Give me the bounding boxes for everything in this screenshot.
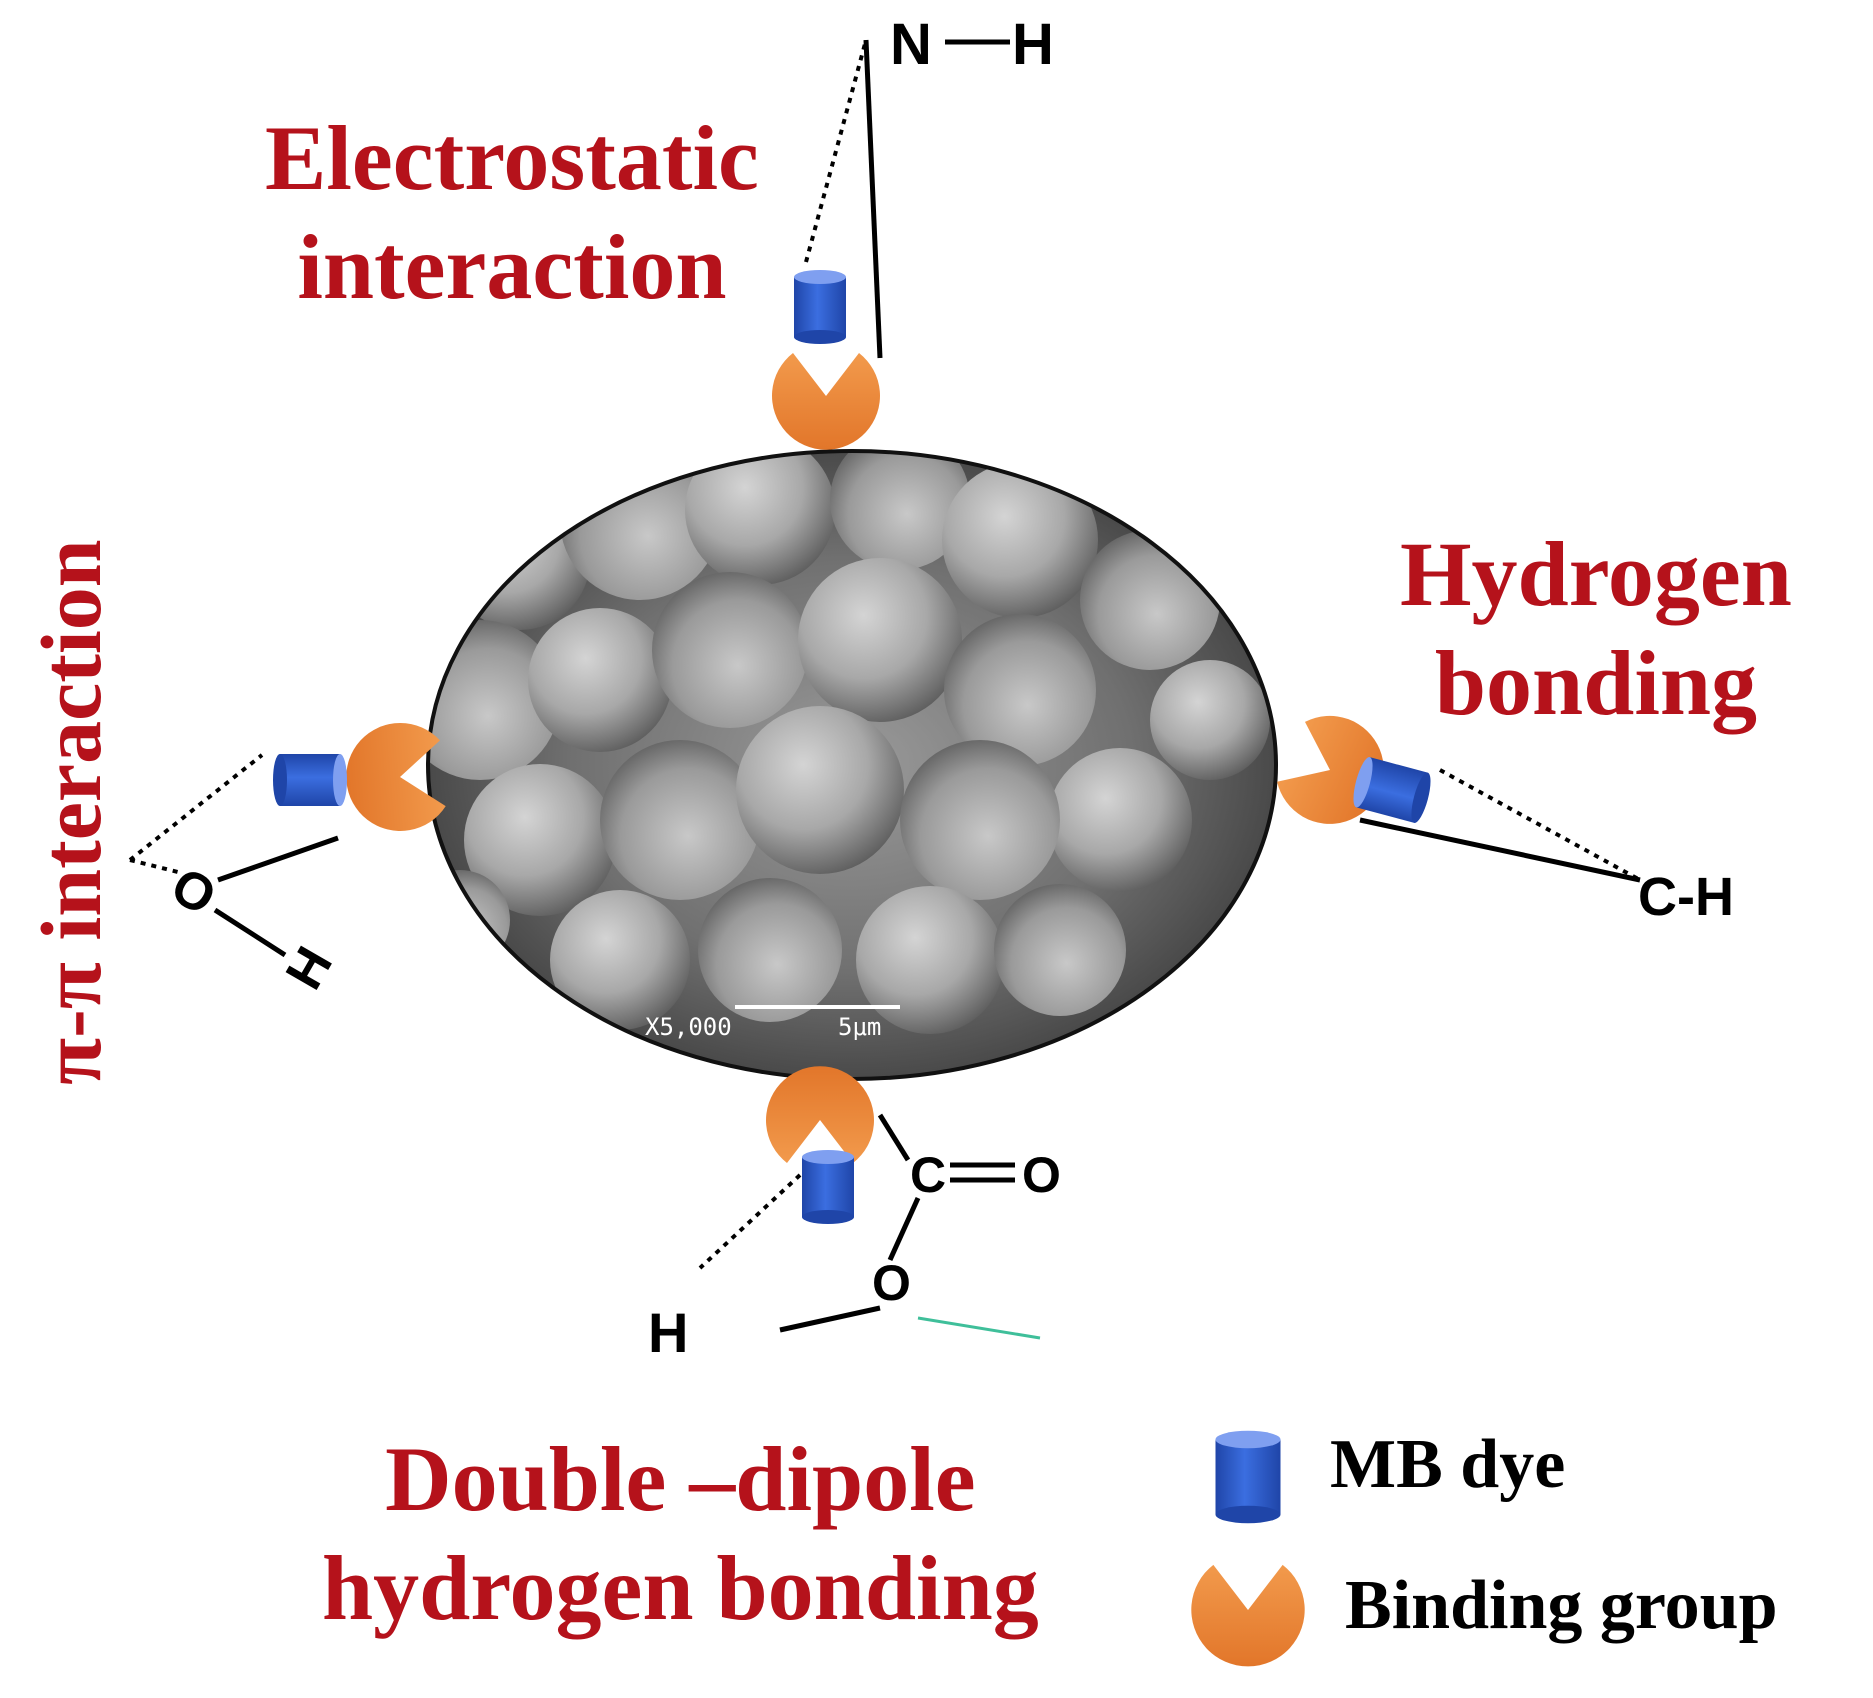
mb-dye-icon — [794, 270, 846, 344]
site-bottom: C O O H — [648, 1066, 1061, 1364]
carboxyl-o-double-text: O — [1022, 1147, 1061, 1203]
legend-mb-dye-label: MB dye — [1330, 1426, 1566, 1503]
legend-binding-group-label: Binding group — [1345, 1567, 1778, 1644]
site-top: N H — [772, 12, 1054, 450]
nh-n-text: N — [890, 12, 932, 77]
hydrogen-line2: bonding — [1434, 631, 1758, 734]
mb-dye-icon — [802, 1150, 854, 1224]
carboxyl-c-text: C — [910, 1147, 946, 1203]
oh-o-text: O — [161, 857, 225, 927]
mb-dye-icon — [273, 754, 347, 806]
legend-binding-group-icon — [1191, 1564, 1305, 1667]
carboxyl-o-single-text: O — [872, 1255, 911, 1311]
ch-text: C-H — [1638, 867, 1734, 927]
double-line2: hydrogen bonding — [322, 1536, 1039, 1639]
legend-mb-dye-icon — [1215, 1430, 1281, 1524]
hydrogen-line1: Hydrogen — [1400, 523, 1792, 625]
carboxyl-h-text: H — [648, 1301, 688, 1364]
electrostatic-line1: Electrostatic — [265, 107, 759, 209]
hydrogen-bonding-label: Hydrogen bonding — [1400, 520, 1792, 737]
pipi-label: π-π interaction — [23, 539, 119, 1085]
site-left: O H — [128, 719, 448, 999]
electrostatic-line2: interaction — [297, 215, 727, 318]
double-line1: Double –dipole — [385, 1428, 976, 1530]
sem-magnification: X5,000 — [645, 1013, 732, 1041]
oh-h-text: H — [275, 937, 344, 999]
sem-image: X5,000 5μm — [426, 449, 1278, 1081]
electrostatic-label: Electrostatic interaction — [265, 104, 759, 321]
double-dipole-label: Double –dipole hydrogen bonding — [322, 1425, 1039, 1642]
site-right: C-H — [1268, 702, 1734, 927]
binding-group-icon — [772, 353, 880, 450]
sem-scale: 5μm — [838, 1013, 881, 1041]
mb-dye-icon — [1349, 755, 1435, 825]
nh-h-text: H — [1012, 12, 1054, 77]
